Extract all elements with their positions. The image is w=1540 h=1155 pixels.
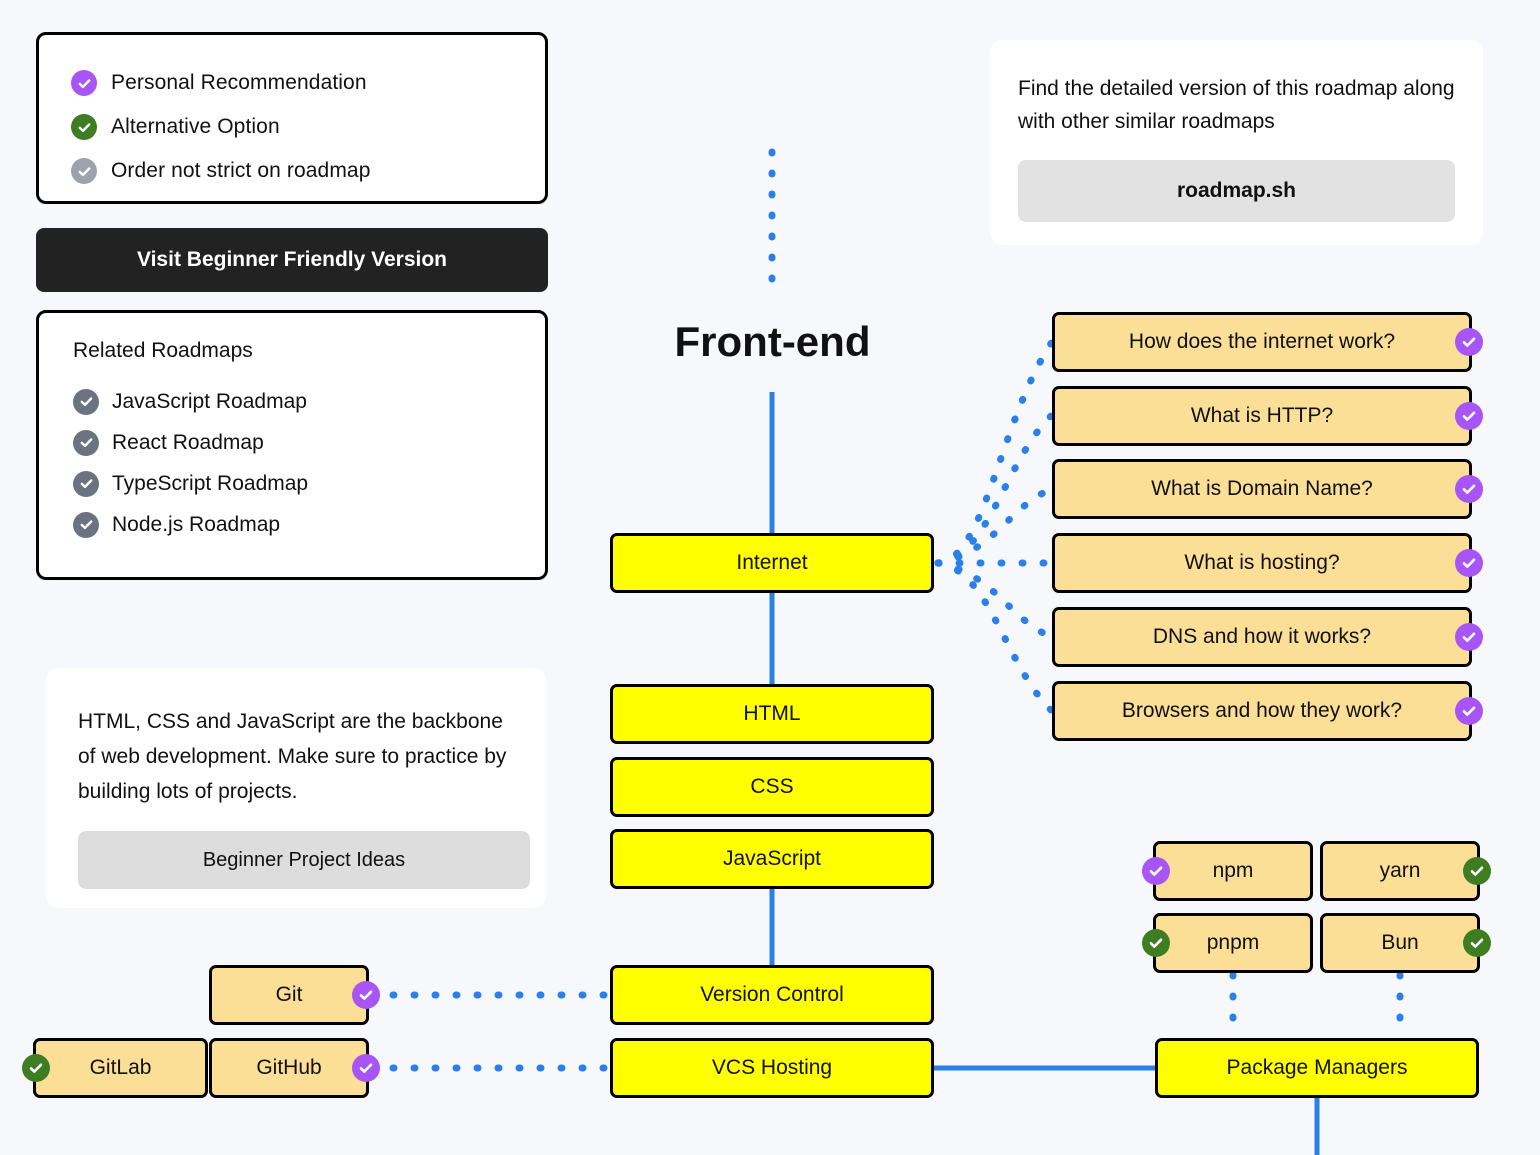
check-badge-icon (73, 470, 99, 497)
legend-item-label: Alternative Option (111, 115, 280, 138)
node-label: Internet (736, 551, 808, 574)
node-label: What is HTTP? (1190, 404, 1334, 427)
visit-beginner-friendly-version-button[interactable]: Visit Beginner Friendly Version (36, 228, 548, 292)
related-roadmaps-title: Related Roadmaps (73, 339, 253, 362)
node-vcs-hosting[interactable]: VCS Hosting (610, 1038, 934, 1098)
node-label: How does the internet work? (1128, 330, 1396, 353)
check-badge-icon (73, 511, 99, 538)
legend-item-label: Order not strict on roadmap (111, 159, 371, 182)
legend-item-label: Personal Recommendation (111, 71, 367, 94)
node-label: DNS and how it works? (1152, 625, 1372, 648)
related-roadmap-label: TypeScript Roadmap (112, 471, 309, 495)
node-label: HTML (743, 702, 801, 725)
node-label: GitHub (256, 1056, 322, 1079)
legend-item-alternative-option: Alternative Option (71, 105, 545, 149)
node-pnpm[interactable]: pnpm (1142, 913, 1313, 973)
related-roadmap-label: Node.js Roadmap (112, 512, 281, 536)
node-javascript[interactable]: JavaScript (610, 829, 934, 889)
check-badge-icon (1455, 697, 1483, 725)
node-label: Bun (1381, 931, 1419, 954)
check-badge-icon (1455, 328, 1483, 356)
html-css-js-note-card: HTML, CSS and JavaScript are the backbon… (46, 668, 546, 908)
page-title: Front-end (674, 318, 871, 365)
check-badge-icon (1455, 402, 1483, 430)
node-yarn[interactable]: yarn (1320, 841, 1491, 901)
check-badge-icon (73, 429, 99, 456)
node-browsers-and-how-they-work[interactable]: Browsers and how they work? (1052, 681, 1483, 741)
node-html[interactable]: HTML (610, 684, 934, 744)
check-badge-icon (1142, 857, 1170, 885)
node-gitlab[interactable]: GitLab (22, 1038, 208, 1098)
node-bun[interactable]: Bun (1320, 913, 1491, 973)
check-badge-icon (71, 158, 97, 184)
related-roadmaps-card: Related Roadmaps JavaScript Roadmap Reac… (36, 310, 548, 580)
node-how-does-the-internet-work[interactable]: How does the internet work? (1052, 312, 1483, 372)
check-badge-icon (1142, 929, 1170, 957)
node-label: VCS Hosting (711, 1056, 833, 1079)
check-badge-icon (352, 1054, 380, 1082)
legend-item-personal-recommendation: Personal Recommendation (71, 61, 545, 105)
node-label: What is Domain Name? (1151, 477, 1373, 500)
legend-card: Personal Recommendation Alternative Opti… (36, 32, 548, 204)
node-internet[interactable]: Internet (610, 533, 934, 593)
related-roadmap-typescript[interactable]: TypeScript Roadmap (73, 463, 545, 504)
node-npm[interactable]: npm (1142, 841, 1313, 901)
node-label: yarn (1379, 859, 1421, 882)
check-badge-icon (1455, 475, 1483, 503)
node-label: npm (1212, 859, 1254, 882)
roadmap-sh-button[interactable]: roadmap.sh (1018, 160, 1455, 222)
node-github[interactable]: GitHub (209, 1038, 380, 1098)
node-label: Browsers and how they work? (1121, 699, 1403, 722)
note-text: HTML, CSS and JavaScript are the backbon… (78, 710, 507, 803)
legend-item-order-not-strict: Order not strict on roadmap (71, 149, 545, 193)
related-roadmap-react[interactable]: React Roadmap (73, 422, 545, 463)
node-label: JavaScript (722, 847, 822, 870)
related-roadmap-label: React Roadmap (112, 430, 264, 454)
check-badge-icon (71, 114, 97, 140)
check-badge-icon (352, 981, 380, 1009)
node-git[interactable]: Git (209, 965, 380, 1025)
node-what-is-hosting[interactable]: What is hosting? (1052, 533, 1483, 593)
node-label: GitLab (89, 1056, 152, 1079)
check-badge-icon (71, 70, 97, 96)
check-badge-icon (1463, 929, 1491, 957)
node-package-managers[interactable]: Package Managers (1155, 1038, 1479, 1098)
node-what-is-http[interactable]: What is HTTP? (1052, 386, 1483, 446)
node-label: CSS (750, 775, 794, 798)
related-roadmap-label: JavaScript Roadmap (112, 389, 307, 413)
node-version-control[interactable]: Version Control (610, 965, 934, 1025)
node-label: Version Control (700, 983, 844, 1006)
check-badge-icon (1455, 549, 1483, 577)
related-roadmap-javascript[interactable]: JavaScript Roadmap (73, 381, 545, 422)
check-badge-icon (1455, 623, 1483, 651)
node-dns-and-how-it-works[interactable]: DNS and how it works? (1052, 607, 1483, 667)
roadmap-promo-card: Find the detailed version of this roadma… (990, 40, 1483, 245)
node-label: pnpm (1206, 931, 1260, 954)
node-css[interactable]: CSS (610, 757, 934, 817)
beginner-project-ideas-button[interactable]: Beginner Project Ideas (78, 831, 530, 889)
check-badge-icon (22, 1054, 50, 1082)
node-what-is-domain-name[interactable]: What is Domain Name? (1052, 459, 1483, 519)
related-roadmap-nodejs[interactable]: Node.js Roadmap (73, 504, 545, 545)
promo-text: Find the detailed version of this roadma… (1018, 77, 1455, 133)
check-badge-icon (73, 388, 99, 415)
node-label: What is hosting? (1184, 551, 1340, 574)
check-badge-icon (1463, 857, 1491, 885)
node-label: Package Managers (1226, 1056, 1408, 1079)
node-label: Git (275, 983, 303, 1006)
